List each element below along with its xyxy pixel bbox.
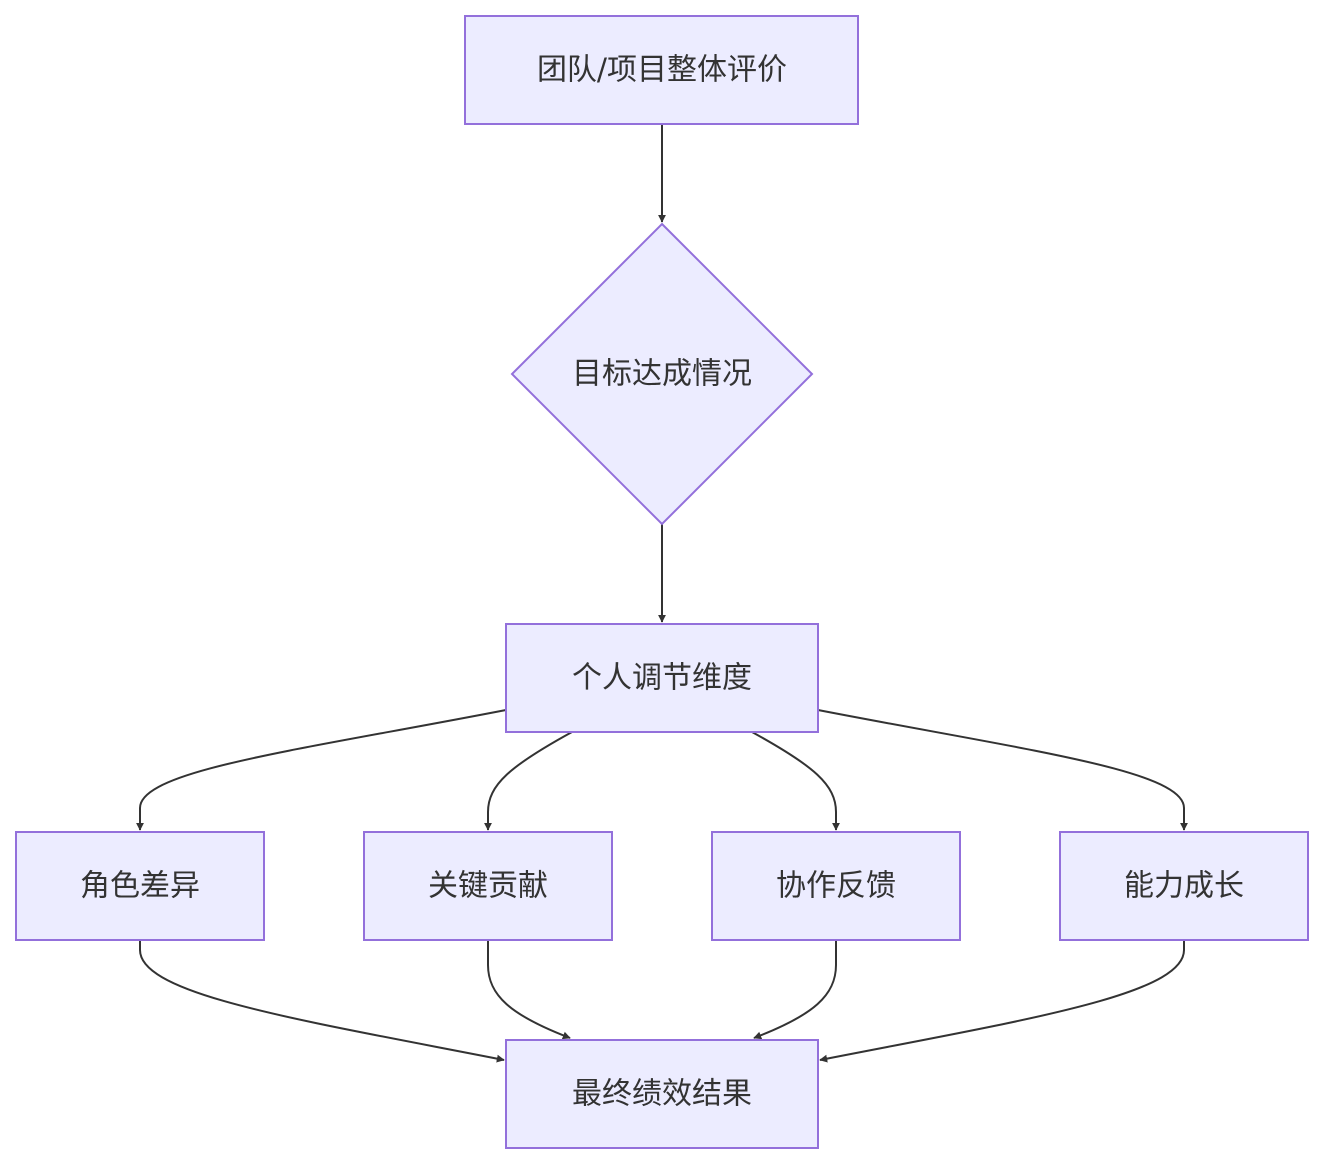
node-ability-growth-label: 能力成长 bbox=[1124, 869, 1244, 904]
node-key-contrib-box bbox=[363, 831, 613, 941]
edge-individual-adjust-to-collab-feedback bbox=[751, 731, 840, 831]
node-collab-feedback-box bbox=[711, 831, 961, 941]
edge-collab-feedback-to-final-result bbox=[753, 940, 837, 1040]
edges bbox=[136, 124, 1188, 1063]
node-team-eval-label: 团队/项目整体评价 bbox=[537, 53, 787, 88]
node-collab-feedback: 协作反馈 bbox=[711, 831, 961, 941]
node-team-eval-box bbox=[464, 15, 859, 125]
node-final-result-label: 最终绩效结果 bbox=[572, 1077, 752, 1112]
node-goal-status: 目标达成情况 bbox=[510, 222, 814, 526]
node-individual-adjust-box bbox=[505, 623, 819, 733]
node-role-diff-label: 角色差异 bbox=[80, 869, 200, 904]
edge-ability-growth-to-final-result bbox=[819, 940, 1185, 1063]
node-final-result: 最终绩效结果 bbox=[505, 1039, 819, 1149]
edge-individual-adjust-to-role-diff bbox=[136, 709, 507, 831]
edge-individual-adjust-to-ability-growth bbox=[817, 709, 1188, 831]
node-team-eval: 团队/项目整体评价 bbox=[464, 15, 859, 125]
node-key-contrib: 关键贡献 bbox=[363, 831, 613, 941]
edge-key-contrib-to-final-result bbox=[487, 940, 571, 1040]
edge-individual-adjust-to-key-contrib bbox=[484, 731, 573, 831]
node-ability-growth: 能力成长 bbox=[1059, 831, 1309, 941]
node-key-contrib-label: 关键贡献 bbox=[428, 869, 548, 904]
node-ability-growth-box bbox=[1059, 831, 1309, 941]
node-role-diff: 角色差异 bbox=[15, 831, 265, 941]
node-individual-adjust-label: 个人调节维度 bbox=[572, 661, 752, 696]
node-final-result-box bbox=[505, 1039, 819, 1149]
node-goal-status-diamond bbox=[510, 222, 814, 526]
node-collab-feedback-label: 协作反馈 bbox=[776, 869, 896, 904]
node-role-diff-box bbox=[15, 831, 265, 941]
node-individual-adjust: 个人调节维度 bbox=[505, 623, 819, 733]
edge-role-diff-to-final-result bbox=[139, 940, 505, 1063]
node-goal-status-label: 目标达成情况 bbox=[572, 357, 752, 392]
